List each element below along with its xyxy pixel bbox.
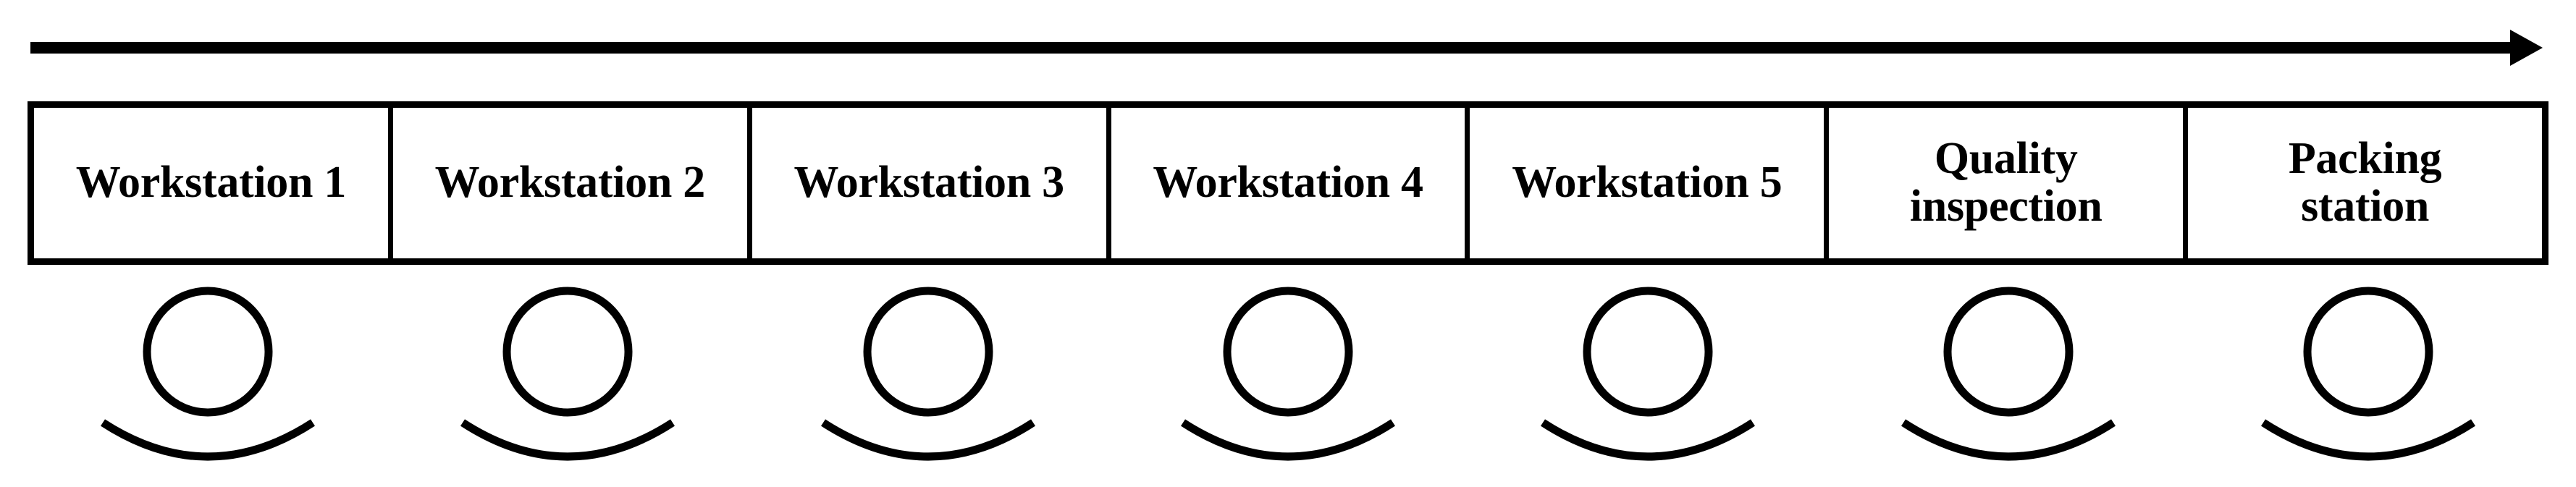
arrow-head-icon	[2510, 30, 2543, 66]
operator-cell-workstation-2	[387, 287, 747, 482]
operator-cell-workstation-4	[1108, 287, 1468, 482]
station-label-quality-inspection: Quality inspection	[1909, 134, 2103, 231]
person-icon	[820, 287, 1035, 461]
operator-cell-workstation-5	[1468, 287, 1828, 482]
person-icon	[2261, 287, 2476, 461]
station-label-workstation-2: Workstation 2	[434, 158, 706, 208]
station-label-workstation-3: Workstation 3	[794, 158, 1064, 208]
station-cell-packing-station[interactable]: Packing station	[2188, 108, 2543, 258]
operator-cell-workstation-1	[28, 287, 387, 482]
flow-direction-arrow	[30, 30, 2543, 66]
station-cell-quality-inspection[interactable]: Quality inspection	[1829, 108, 2189, 258]
person-icon	[1180, 287, 1395, 461]
operator-icon-row	[28, 287, 2548, 482]
station-box-row: Workstation 1 Workstation 2 Workstation …	[28, 101, 2548, 265]
person-icon	[460, 287, 675, 461]
operator-cell-quality-inspection	[1828, 287, 2188, 482]
station-label-packing-station: Packing station	[2288, 134, 2442, 231]
station-label-workstation-4: Workstation 4	[1153, 158, 1423, 208]
station-cell-workstation-5[interactable]: Workstation 5	[1470, 108, 1830, 258]
station-cell-workstation-3[interactable]: Workstation 3	[752, 108, 1111, 258]
person-icon	[100, 287, 315, 461]
operator-cell-packing-station	[2189, 287, 2548, 482]
arrow-shaft	[30, 42, 2512, 54]
station-cell-workstation-4[interactable]: Workstation 4	[1111, 108, 1470, 258]
station-label-workstation-1: Workstation 1	[75, 158, 347, 208]
person-icon	[1901, 287, 2116, 461]
station-label-workstation-5: Workstation 5	[1512, 158, 1782, 208]
operator-cell-workstation-3	[748, 287, 1108, 482]
station-cell-workstation-2[interactable]: Workstation 2	[392, 108, 752, 258]
person-icon	[1541, 287, 1756, 461]
station-cell-workstation-1[interactable]: Workstation 1	[34, 108, 393, 258]
